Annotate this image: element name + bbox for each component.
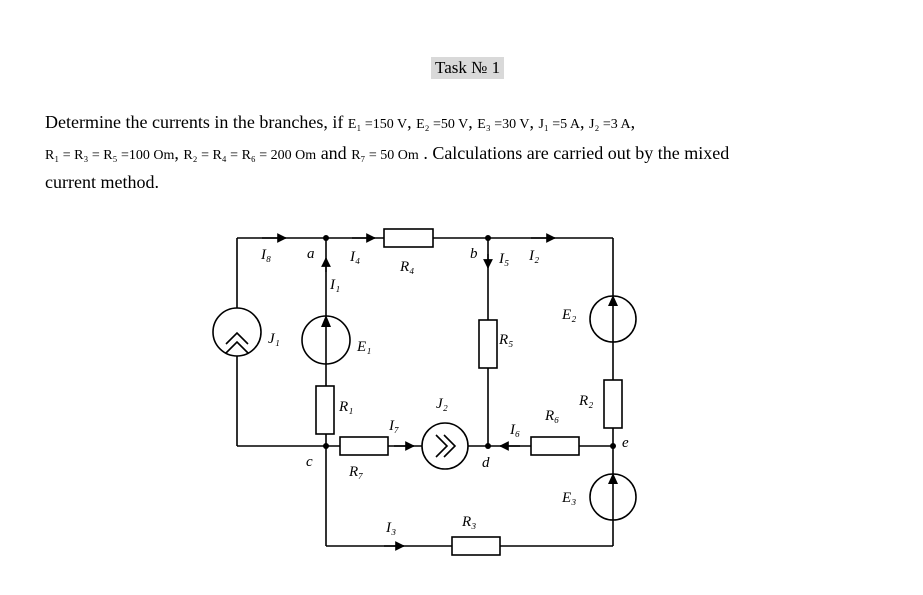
node-dot-e	[610, 443, 616, 449]
e2-value: E₂ =50 V	[416, 117, 469, 132]
separator: ,	[407, 112, 412, 132]
r7-value: R₇ = 50 Om	[351, 148, 419, 163]
emf-label-e3: E₃	[561, 490, 576, 506]
j1-value: J₁ =5 A	[538, 117, 581, 132]
resistor-label-r6: R₆	[544, 408, 559, 424]
statement-suffix: . Calculations are carried out by the mi…	[423, 143, 730, 163]
current-arrows	[262, 233, 556, 551]
resistor-label-r1: R₁	[338, 399, 353, 415]
current-source-label-j2: J₂	[436, 396, 448, 412]
node-dot-a	[323, 235, 329, 241]
r246-value: R₂ = R₄ = R₆ = 200 Om	[183, 148, 317, 163]
current-source-j2	[421, 422, 469, 470]
circuit-wires	[236, 237, 614, 547]
j2-value: J₂ =3 A	[589, 117, 631, 132]
node-dot-b	[485, 235, 491, 241]
and-word: and	[320, 143, 347, 163]
current-label-i6: I₆	[509, 422, 520, 438]
emf-source-e2	[589, 295, 637, 343]
r135-value: R₁ = R₃ = R₅ =100 Om	[45, 148, 175, 163]
resistor-r4	[383, 228, 434, 248]
resistor-r2	[603, 379, 623, 429]
separator: ,	[580, 112, 585, 132]
current-label-i8: I₈	[260, 247, 271, 263]
resistor-label-r3: R₃	[461, 514, 476, 530]
node-label-d: d	[482, 455, 490, 471]
separator: ,	[468, 112, 473, 132]
resistor-r5	[478, 319, 498, 369]
node-label-c: c	[306, 454, 313, 470]
resistor-r3	[451, 536, 501, 556]
resistor-label-r2: R₂	[578, 393, 593, 409]
node-dot-c	[323, 443, 329, 449]
resistor-r1	[315, 385, 335, 435]
e1-value: E₁ =150 V	[347, 117, 408, 132]
emf-label-e1: E₁	[356, 339, 371, 355]
statement-line-1: Determine the currents in the branches, …	[45, 112, 635, 133]
current-label-i1: I₁	[329, 277, 340, 293]
separator: ,	[630, 112, 636, 132]
current-label-i2: I₂	[528, 248, 539, 264]
emf-source-e3	[589, 473, 637, 521]
statement-line-2: R₁ = R₃ = R₅ =100 Om, R₂ = R₄ = R₆ = 200…	[45, 143, 729, 164]
emf-source-e1	[301, 315, 351, 365]
task-title: Task № 1	[431, 57, 505, 79]
emf-label-e2: E₂	[561, 307, 576, 323]
resistor-label-r7: R₇	[348, 464, 363, 480]
separator: ,	[174, 143, 179, 163]
current-label-i7: I₇	[388, 418, 399, 434]
junction-dots	[323, 235, 616, 449]
statement-prefix: Determine the currents in the branches, …	[45, 112, 344, 132]
statement-line-3: current method.	[45, 172, 159, 192]
current-label-i5: I₅	[498, 251, 509, 267]
node-label-e: e	[622, 435, 629, 451]
current-source-label-j1: J₁	[268, 331, 280, 347]
resistor-r6	[530, 436, 580, 456]
node-label-b: b	[470, 246, 478, 262]
node-label-a: a	[307, 246, 315, 262]
e3-value: E₃ =30 V	[477, 117, 530, 132]
current-label-i3: I₃	[385, 520, 396, 536]
resistor-label-r5: R₅	[498, 332, 513, 348]
current-source-j1	[212, 307, 262, 357]
node-dot-d	[485, 443, 491, 449]
resistor-r7	[339, 436, 389, 456]
resistor-label-r4: R₄	[399, 259, 414, 275]
separator: ,	[529, 112, 534, 132]
current-label-i4: I₄	[349, 249, 360, 265]
